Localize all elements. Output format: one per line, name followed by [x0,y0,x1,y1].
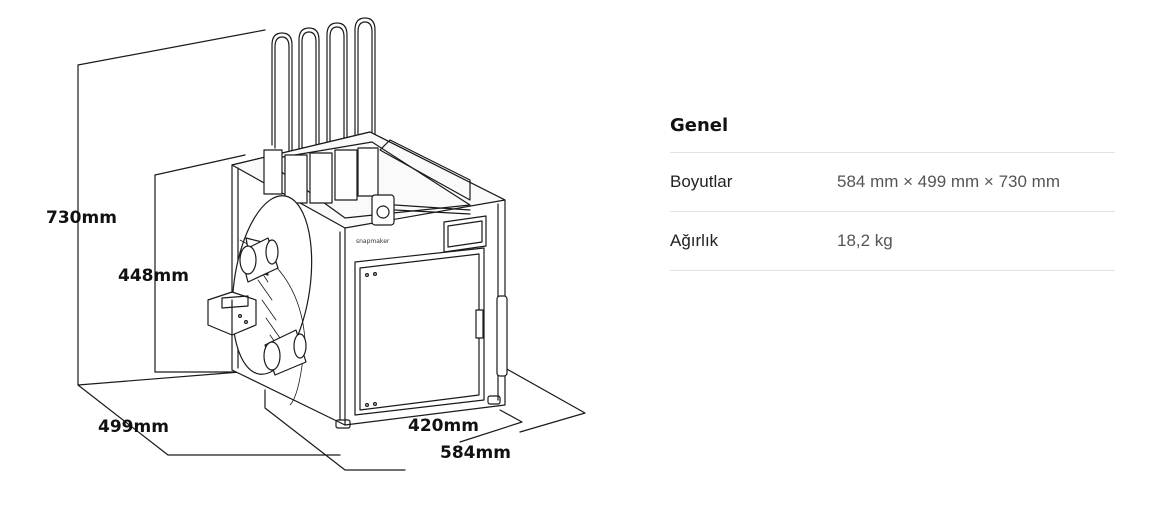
dimension-guides [77,29,586,471]
brand-mark: snapmaker [356,238,390,245]
spec-key: Ağırlık [670,231,719,250]
specs-section: Genel Boyutlar 584 mm × 499 mm × 730 mm … [670,112,1115,271]
specs-section-title: Genel [670,112,1115,153]
spec-row-dimensions: Boyutlar 584 mm × 499 mm × 730 mm [670,153,1115,212]
dimension-width-total: 584mm [440,443,511,463]
spec-row-weight: Ağırlık 18,2 kg [670,212,1115,271]
dimension-depth: 499mm [98,417,169,437]
dimension-height-total: 730mm [46,208,117,228]
spool-panel [207,195,313,406]
printer-dimensions-illustration: snapmaker 730mm 448mm 499mm 420mm 584mm [46,17,586,471]
dimension-width-inner: 420mm [408,416,479,436]
filament-tubes [271,17,376,158]
spec-value: 584 mm × 499 mm × 730 mm [837,172,1060,191]
spec-key: Boyutlar [670,172,733,191]
spec-value: 18,2 kg [837,231,893,250]
dimension-height-inner: 448mm [118,266,189,286]
printer-drawing: snapmaker 730mm 448mm 499mm 420mm 584mm [46,17,586,471]
